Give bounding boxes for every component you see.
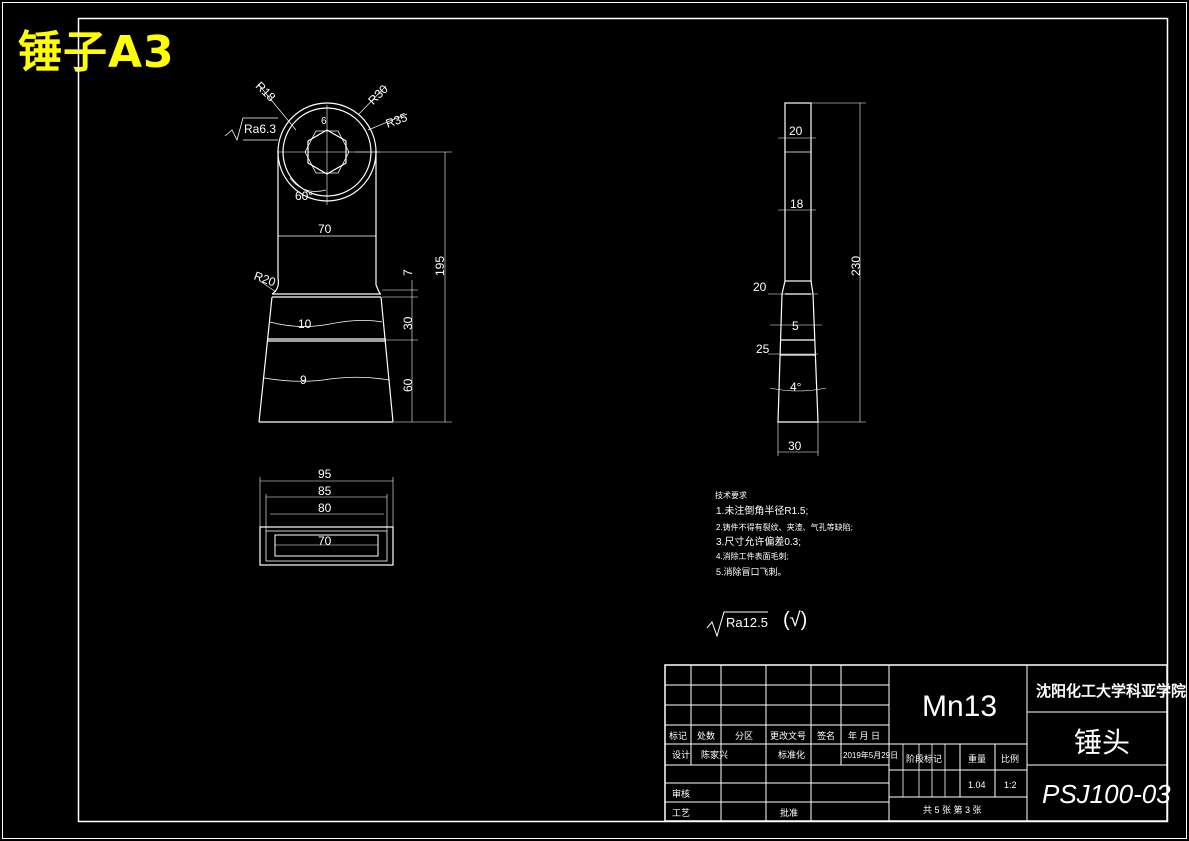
- title-block-header: 更改文号: [770, 730, 806, 741]
- title-block-date: 2019年5月29日: [843, 750, 898, 760]
- label-angle-60: 60°: [295, 189, 313, 203]
- front-view: [224, 83, 452, 423]
- title-block-header: 分区: [735, 731, 753, 741]
- label-side-230: 230: [849, 256, 863, 276]
- title-block-header: 签名: [817, 730, 835, 741]
- label-height-60: 60: [401, 378, 415, 392]
- title-block-review-label: 审核: [672, 788, 690, 799]
- label-side-18: 18: [790, 197, 804, 211]
- title-block-standardize-label: 标准化: [778, 749, 805, 760]
- label-roughness-ra63: Ra6.3: [244, 122, 276, 136]
- title-block-header: 处数: [697, 730, 715, 741]
- label-height-30: 30: [401, 316, 415, 330]
- top-view: [259, 477, 394, 566]
- label-top-80: 80: [318, 501, 332, 515]
- title-block-weight-label: 重量: [968, 753, 986, 764]
- label-height-195: 195: [433, 256, 447, 276]
- title-block-designer: 陈家兴: [701, 749, 728, 760]
- side-view-labels: 20 18 20 5 25 4° 30 230: [753, 124, 863, 453]
- surface-finish-symbol: [706, 611, 768, 638]
- title-block-scale-value: 1:2: [1004, 780, 1017, 790]
- top-view-labels: 95 85 80 70: [318, 467, 332, 548]
- tech-requirements-heading: 技术要求: [715, 490, 747, 500]
- label-top-70: 70: [318, 534, 332, 548]
- label-r35: R35: [384, 110, 410, 131]
- title-block-header: 标记: [669, 730, 687, 741]
- label-width-9: 9: [300, 373, 307, 387]
- title-block-sheet-info: 共 5 张 第 3 张: [923, 804, 982, 815]
- title-block-header: 年 月 日: [848, 730, 880, 741]
- label-width-70: 70: [318, 222, 332, 236]
- title-block-scale-label: 比例: [1001, 753, 1019, 764]
- title-block-process-label: 工艺: [672, 808, 690, 818]
- tech-requirement-item: 1.未注倒角半径R1.5;: [716, 504, 808, 517]
- tech-requirement-item: 2.铸件不得有裂纹、夹渣、气孔等缺陷;: [716, 522, 853, 532]
- label-top-85: 85: [318, 484, 332, 498]
- label-r18: R18: [253, 79, 279, 105]
- drawing-title: 锤子A3: [18, 27, 175, 78]
- tech-requirement-item: 5.消除冒口飞刺。: [716, 566, 787, 577]
- label-top-95: 95: [318, 467, 332, 481]
- label-width-10: 10: [298, 317, 312, 331]
- front-view-labels: R18 R30 R35 Ra6.3 60° 6 70 R20 10 9 7 30…: [244, 79, 447, 392]
- title-block-part-name: 锤头: [1074, 727, 1130, 758]
- title-block-stage-label: 阶段标记: [906, 753, 942, 764]
- surface-finish-bracket: (√): [783, 609, 807, 631]
- tech-requirement-item: 3.尺寸允许偏差0.3;: [716, 535, 801, 548]
- label-side-25: 25: [756, 342, 770, 356]
- tech-requirement-item: 4.消除工件表面毛刺;: [716, 551, 789, 561]
- title-block-text: Mn13 沈阳化工大学科亚学院 锤头 PSJ100-03 标记 处数 分区 更改…: [669, 682, 1186, 818]
- title-block-institution: 沈阳化工大学科亚学院: [1036, 682, 1186, 700]
- label-side-20-mid: 20: [753, 280, 767, 294]
- label-side-20-top: 20: [789, 124, 803, 138]
- title-block-approve-label: 批准: [780, 807, 798, 818]
- label-small-6: 6: [321, 116, 327, 127]
- tech-requirements: 技术要求 1.未注倒角半径R1.5; 2.铸件不得有裂纹、夹渣、气孔等缺陷; 3…: [715, 490, 853, 577]
- sheet-border-inner: [77, 17, 1169, 823]
- title-block-grid: [664, 664, 1168, 822]
- label-side-angle-4: 4°: [790, 380, 802, 394]
- title-block-material: Mn13: [922, 690, 997, 723]
- title-block-drawing-no: PSJ100-03: [1042, 779, 1171, 809]
- title-block-design-label: 设计: [672, 749, 690, 760]
- title-block-weight-value: 1.04: [968, 780, 986, 790]
- label-r20: R20: [252, 269, 278, 290]
- label-side-30: 30: [788, 439, 802, 453]
- label-side-5: 5: [792, 319, 799, 333]
- surface-finish-label: Ra12.5: [726, 615, 768, 630]
- label-height-7: 7: [401, 269, 415, 276]
- side-view: [768, 102, 866, 456]
